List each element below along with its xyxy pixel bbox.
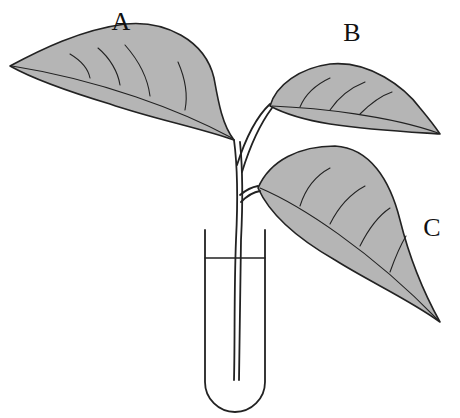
leaf-label: C [423, 215, 440, 241]
leaf-vein [300, 168, 406, 272]
petiole [237, 104, 270, 165]
leaf [258, 146, 440, 322]
stem [234, 140, 237, 380]
leaf-vein [12, 66, 232, 138]
water-surface [205, 257, 265, 258]
leaf-vein [260, 188, 438, 320]
leaf-label: B [343, 20, 360, 46]
stem [239, 142, 242, 380]
test-tube [205, 230, 265, 412]
leaf-vein [300, 78, 392, 114]
petiole [241, 191, 260, 202]
leaf [270, 64, 440, 134]
petiole [240, 186, 258, 195]
leaf-vein [70, 45, 186, 110]
leaf-label: A [112, 9, 131, 35]
leaf-vein [272, 106, 438, 133]
leaf [10, 23, 234, 140]
petiole [242, 108, 272, 172]
